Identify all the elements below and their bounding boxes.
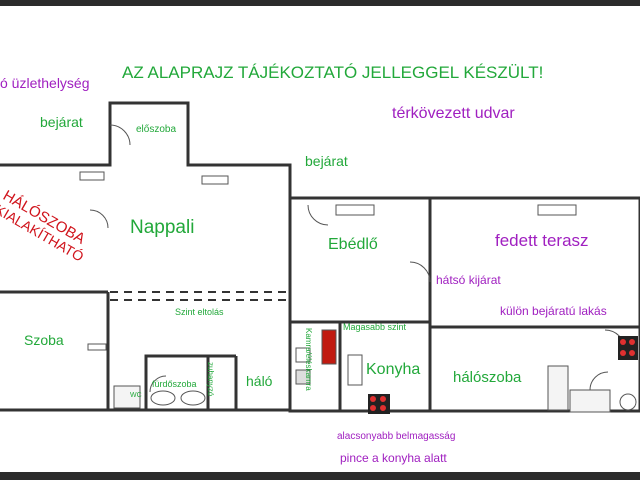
label-higher-level: Magasabb szint [343, 322, 407, 332]
label-kitchen: Konyha [366, 361, 421, 378]
label-cellar: pince a konyha alatt [340, 451, 447, 465]
label-bedroom-small: háló [246, 373, 273, 389]
label-pantry: Kamra/éléskamra [304, 328, 313, 391]
label-dining: Ebédlő [328, 236, 378, 253]
label-lower-height: alacsonyabb belmagasság [337, 431, 456, 442]
label-wardrobe: zuhanyzó [206, 362, 215, 397]
top-frame-bar [0, 0, 640, 6]
label-back-exit: hátsó kijárat [436, 273, 501, 287]
label-entrance-left: bejárat [40, 114, 83, 130]
label-paved-yard: térkövezett udvar [392, 105, 515, 122]
label-level-change: Szint eltolás [175, 307, 224, 317]
label-covered-terrace: fedett terasz [495, 231, 589, 250]
bottom-frame-bar [0, 472, 640, 480]
label-living-room: Nappali [130, 217, 195, 238]
wall-outline-top [0, 101, 292, 410]
label-shop: ó üzlethelység [0, 75, 90, 91]
notice-text: AZ ALAPRAJZ TÁJÉKOZTATÓ JELLEGGEL KÉSZÜL… [122, 63, 544, 82]
label-room: Szoba [24, 332, 64, 348]
label-separate-flat: külön bejáratú lakás [500, 304, 607, 318]
label-bathroom: fürdőszoba [152, 379, 197, 389]
label-wc: WC [130, 392, 142, 399]
label-hall: előszoba [136, 124, 177, 135]
wall-terrace [428, 196, 640, 413]
label-bedroom-right: hálószoba [453, 369, 522, 386]
label-entrance-mid: bejárat [305, 153, 348, 169]
